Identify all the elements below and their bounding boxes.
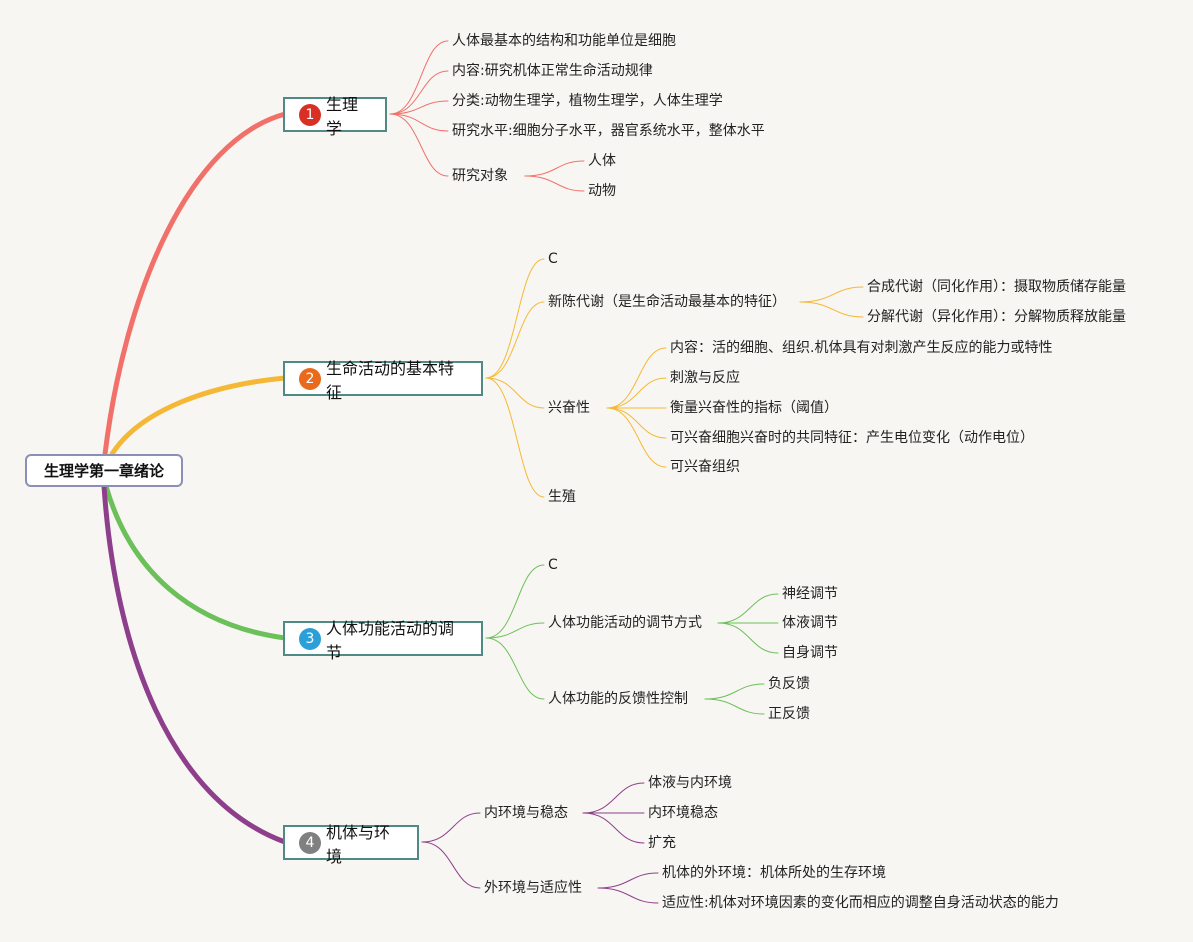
connector	[606, 407, 667, 439]
number-badge-icon: 1	[299, 103, 321, 126]
leaf-node[interactable]: 人体	[588, 153, 616, 169]
connector	[704, 683, 765, 700]
connector	[485, 377, 545, 409]
subtopic-node[interactable]: C	[548, 557, 558, 573]
connector	[606, 407, 667, 468]
number-badge-icon: 2	[299, 367, 321, 390]
connector	[485, 637, 545, 700]
leaf-node[interactable]: 体液调节	[782, 615, 838, 631]
topic-label: 生命活动的基本特征	[326, 358, 455, 402]
leaf-node[interactable]: 正反馈	[768, 706, 810, 722]
subtopic-node[interactable]: 兴奋性	[548, 400, 590, 416]
connector	[101, 483, 288, 845]
connector	[485, 258, 545, 379]
leaf-node[interactable]: 分解代谢（异化作用）：分解物质释放能量	[867, 309, 1126, 325]
subtopic-node[interactable]: 内环境与稳态	[484, 805, 568, 821]
connector	[389, 113, 449, 177]
connector	[109, 375, 288, 457]
subtopic-node[interactable]: 生殖	[548, 489, 576, 505]
connector	[582, 782, 645, 814]
connector	[389, 113, 449, 132]
connector	[582, 812, 645, 844]
leaf-node[interactable]: 负反馈	[768, 676, 810, 692]
subtopic-node[interactable]: 外环境与适应性	[484, 880, 582, 896]
connector	[389, 100, 449, 115]
subtopic-node[interactable]: 研究水平:细胞分子水平，器官系统水平，整体水平	[452, 123, 765, 139]
leaf-node[interactable]: 合成代谢（同化作用）：摄取物质储存能量	[867, 279, 1126, 295]
connector	[102, 111, 288, 457]
leaf-node[interactable]: 自身调节	[782, 645, 838, 661]
leaf-node[interactable]: 内环境稳态	[648, 805, 718, 821]
leaf-node[interactable]: 可兴奋组织	[670, 459, 740, 475]
connector	[485, 301, 545, 379]
connector	[389, 70, 449, 115]
leaf-node[interactable]: 可兴奋细胞兴奋时的共同特征：产生电位变化（动作电位）	[670, 430, 1034, 446]
connector	[799, 301, 864, 318]
number-badge-icon: 3	[299, 627, 321, 650]
connector	[606, 377, 667, 409]
connector	[389, 40, 449, 115]
subtopic-node[interactable]: 人体功能的反馈性控制	[548, 691, 688, 707]
subtopic-node[interactable]: 新陈代谢（是生命活动最基本的特征）	[548, 294, 786, 310]
connector	[524, 160, 585, 177]
root-node[interactable]: 生理学第一章绪论	[25, 454, 183, 487]
topic-label: 人体功能活动的调节	[326, 618, 455, 662]
subtopic-node[interactable]: 研究对象	[452, 168, 508, 184]
subtopic-node[interactable]: C	[548, 251, 558, 267]
leaf-node[interactable]: 神经调节	[782, 586, 838, 602]
connector	[103, 483, 288, 641]
leaf-node[interactable]: 适应性:机体对环境因素的变化而相应的调整自身活动状态的能力	[662, 895, 1059, 911]
connector	[524, 175, 585, 192]
connector	[485, 564, 545, 639]
connector	[704, 698, 765, 715]
connector	[421, 841, 481, 889]
leaf-node[interactable]: 动物	[588, 183, 616, 199]
subtopic-node[interactable]: 分类:动物生理学，植物生理学，人体生理学	[452, 93, 723, 109]
subtopic-node[interactable]: 内容:研究机体正常生命活动规律	[452, 63, 653, 79]
connector	[597, 872, 659, 889]
leaf-node[interactable]: 扩充	[648, 835, 676, 851]
connector	[597, 887, 659, 904]
leaf-node[interactable]: 衡量兴奋性的指标（阈值）	[670, 400, 838, 416]
connector	[717, 622, 779, 654]
connector	[717, 593, 779, 624]
connector	[606, 347, 667, 409]
subtopic-node[interactable]: 人体最基本的结构和功能单位是细胞	[452, 33, 676, 49]
connector	[485, 377, 545, 498]
leaf-node[interactable]: 刺激与反应	[670, 370, 740, 386]
subtopic-node[interactable]: 人体功能活动的调节方式	[548, 615, 702, 631]
connector	[421, 812, 481, 843]
topic-label: 机体与环境	[326, 822, 391, 866]
connector	[799, 286, 864, 303]
leaf-node[interactable]: 机体的外环境：机体所处的生存环境	[662, 865, 886, 881]
connector	[485, 622, 545, 639]
number-badge-icon: 4	[299, 831, 321, 854]
topic-label: 生理学	[326, 94, 359, 138]
leaf-node[interactable]: 内容：活的细胞、组织.机体具有对刺激产生反应的能力或特性	[670, 340, 1053, 356]
leaf-node[interactable]: 体液与内环境	[648, 775, 732, 791]
